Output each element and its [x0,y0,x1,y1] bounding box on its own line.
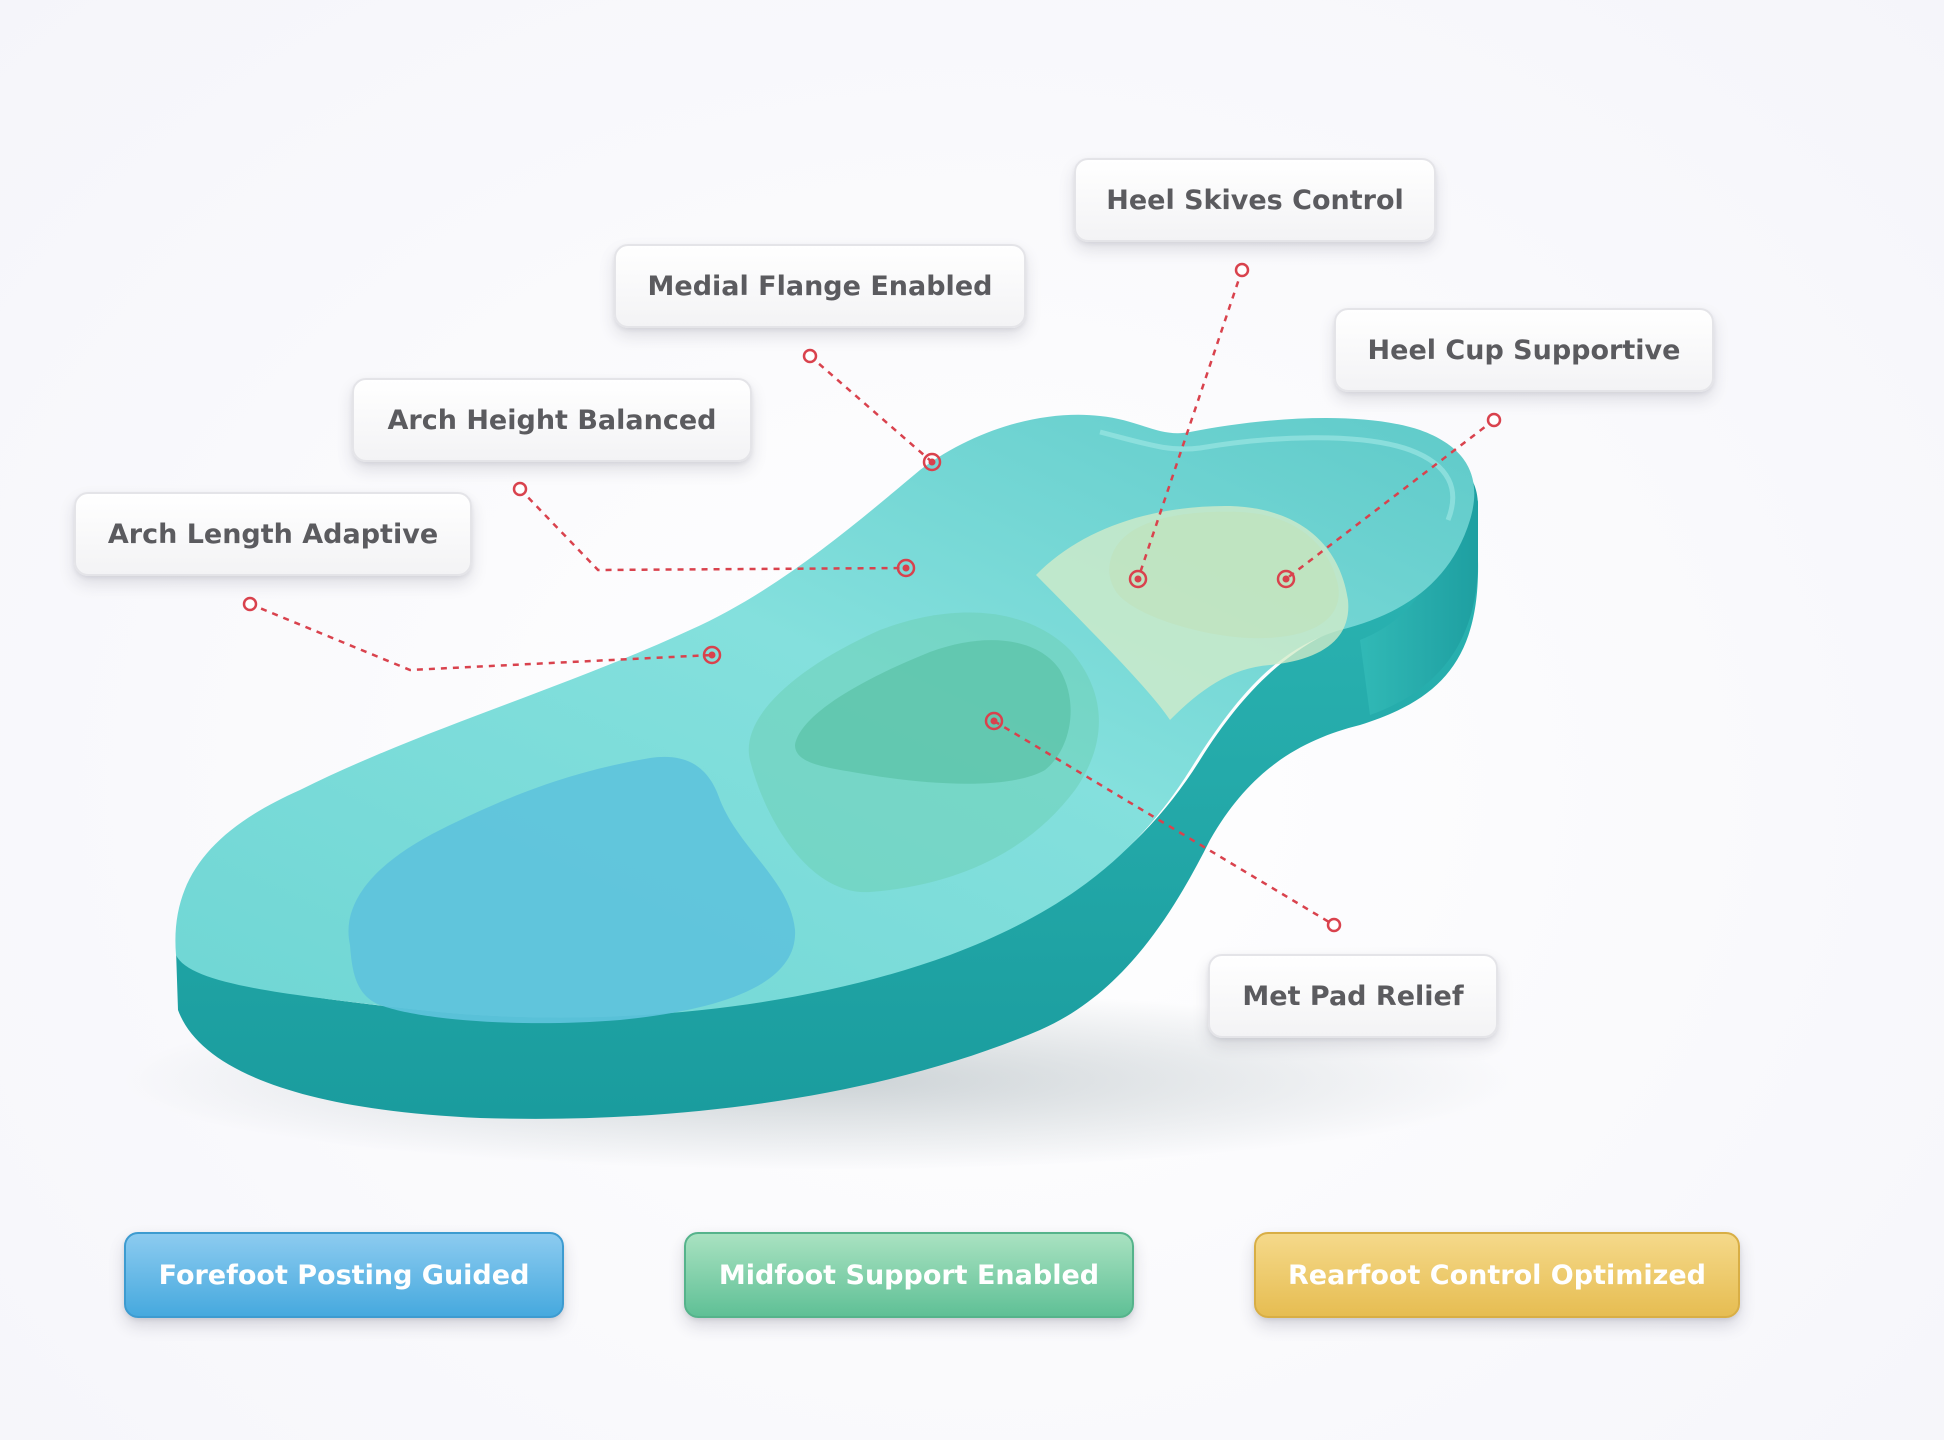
callout-medial-flange-enabled: Medial Flange Enabled [614,244,1026,328]
target-heel-skives [1128,569,1148,589]
leader-lines [249,269,1495,927]
insole-side-wall [176,500,1479,1119]
leader-line-medial-flange [809,355,933,463]
anchor-heel-skives [1234,262,1250,278]
target-markers [702,452,1296,731]
anchor-medial-flange [802,348,818,364]
callout-heel-skives-control: Heel Skives Control [1074,158,1436,242]
callout-arch-height-balanced: Arch Height Balanced [352,378,752,462]
leader-line-arch-height [519,488,907,572]
target-heel-cup [1276,569,1296,589]
heel-cup-rim [1099,429,1456,521]
forefoot-zone [348,756,796,1024]
anchor-arch-length [242,596,258,612]
rearfoot-zone-inner [1109,511,1339,639]
midfoot-zone-inner [795,640,1071,784]
anchor-heel-cup [1486,412,1502,428]
callout-arch-length-adaptive: Arch Length Adaptive [74,492,472,576]
callout-met-pad-relief: Met Pad Relief [1208,954,1498,1038]
target-medial-flange [922,452,942,472]
target-arch-length [702,645,722,665]
leader-line-heel-cup [1285,419,1495,580]
midfoot-support-button[interactable]: Midfoot Support Enabled [684,1232,1134,1318]
anchor-arch-height [512,481,528,497]
callout-heel-cup-supportive: Heel Cup Supportive [1334,308,1714,392]
anchor-met-pad [1326,917,1342,933]
callout-anchors [242,262,1502,933]
target-arch-height [896,558,916,578]
leader-line-arch-length [249,602,713,672]
forefoot-posting-button[interactable]: Forefoot Posting Guided [124,1232,564,1318]
rearfoot-control-button[interactable]: Rearfoot Control Optimized [1254,1232,1740,1318]
target-met-pad [984,711,1004,731]
